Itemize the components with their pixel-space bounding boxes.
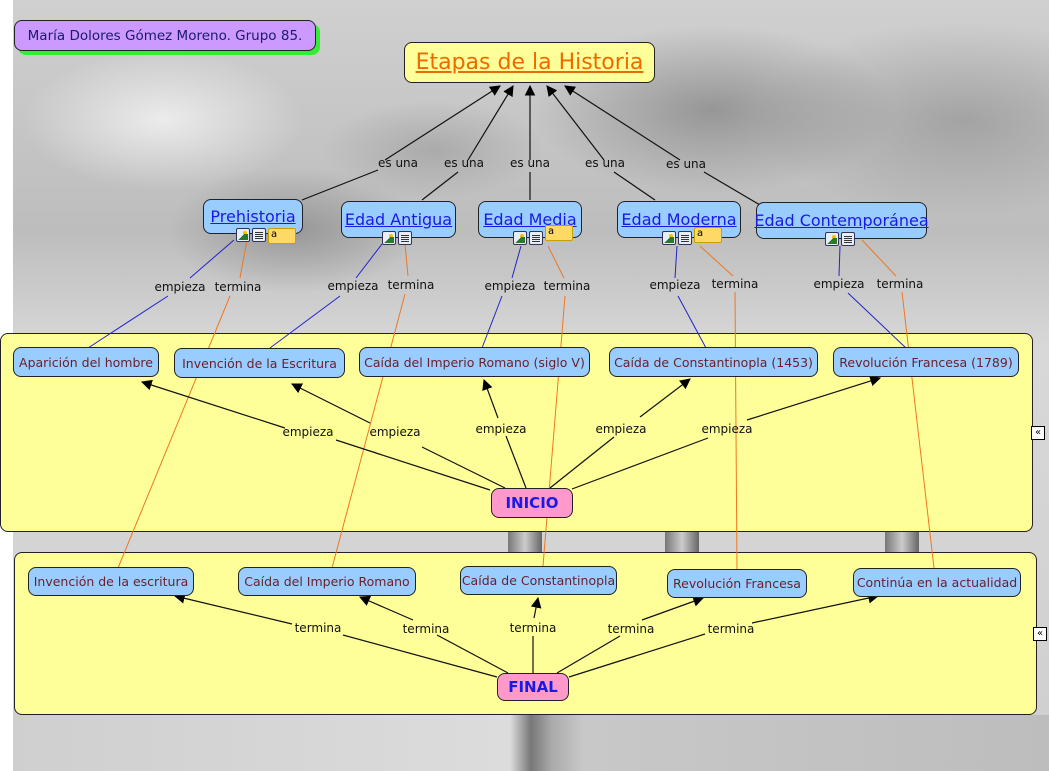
link-label-termina: termina [214, 280, 262, 294]
resource-icons [825, 232, 855, 246]
link-label-termina: termina [509, 621, 557, 635]
link-label-empieza: empieza [369, 425, 421, 439]
resource-icons: a [513, 225, 573, 245]
link-label-empieza: empieza [484, 279, 536, 293]
author-label[interactable]: María Dolores Gómez Moreno. Grupo 85. [14, 20, 316, 51]
image-resource-icon[interactable] [825, 232, 839, 246]
link-label-empieza: empieza [595, 422, 647, 436]
document-resource-icon[interactable] [398, 231, 412, 245]
note-annotation-icon[interactable]: a [694, 227, 722, 243]
background-post [508, 530, 542, 554]
event-node-revolucion-francesa[interactable]: Revolución Francesa (1789) [833, 347, 1019, 377]
link-label-empieza: empieza [475, 422, 527, 436]
resource-icons: a [662, 227, 722, 245]
link-label-empieza: empieza [154, 280, 206, 294]
event-node-invencion-escritura-final[interactable]: Invención de la escritura [28, 567, 194, 596]
image-resource-icon[interactable] [662, 231, 676, 245]
collapse-final-panel-icon[interactable]: « [1033, 627, 1047, 641]
event-node-caida-constantinopla-final[interactable]: Caída de Constantinopla [460, 566, 617, 595]
link-label-es-una: es una [509, 156, 551, 170]
background-post [885, 530, 919, 554]
background-dock [13, 715, 1049, 771]
link-label-empieza: empieza [649, 278, 701, 292]
collapse-inicio-panel-icon[interactable]: « [1031, 426, 1045, 440]
resource-icons [382, 231, 412, 245]
link-label-termina: termina [387, 278, 435, 292]
document-resource-icon[interactable] [252, 228, 266, 242]
link-label-empieza: empieza [282, 425, 334, 439]
era-node-edad-antigua[interactable]: Edad Antigua [341, 201, 456, 238]
document-resource-icon[interactable] [678, 231, 692, 245]
resource-icons: a [236, 228, 296, 244]
link-label-termina: termina [402, 622, 450, 636]
event-node-continua-actualidad[interactable]: Continúa en la actualidad [853, 568, 1021, 597]
link-label-empieza: empieza [701, 422, 753, 436]
link-label-termina: termina [543, 279, 591, 293]
image-resource-icon[interactable] [513, 231, 527, 245]
link-label-termina: termina [876, 277, 924, 291]
inicio-node[interactable]: INICIO [491, 488, 573, 518]
final-node[interactable]: FINAL [497, 673, 569, 701]
title-node[interactable]: Etapas de la Historia [404, 42, 655, 83]
event-node-revolucion-francesa-final[interactable]: Revolución Francesa [667, 569, 807, 598]
event-node-aparicion-hombre[interactable]: Aparición del hombre [13, 347, 159, 377]
event-node-invencion-escritura[interactable]: Invención de la Escritura [174, 348, 345, 378]
note-annotation-icon[interactable]: a [268, 228, 296, 244]
link-label-es-una: es una [443, 156, 485, 170]
document-resource-icon[interactable] [529, 231, 543, 245]
link-label-termina: termina [294, 621, 342, 635]
link-label-termina: termina [707, 622, 755, 636]
event-node-caida-imperio-romano-final[interactable]: Caída del Imperio Romano [238, 567, 416, 596]
link-label-es-una: es una [377, 156, 419, 170]
document-resource-icon[interactable] [841, 232, 855, 246]
link-label-termina: termina [607, 622, 655, 636]
link-label-empieza: empieza [327, 279, 379, 293]
note-annotation-icon[interactable]: a [545, 225, 573, 241]
link-label-es-una: es una [584, 156, 626, 170]
event-node-caida-constantinopla[interactable]: Caída de Constantinopla (1453) [609, 347, 818, 377]
image-resource-icon[interactable] [236, 228, 250, 242]
link-label-empieza: empieza [813, 277, 865, 291]
link-label-termina: termina [711, 277, 759, 291]
event-node-caida-imperio-romano[interactable]: Caída del Imperio Romano (siglo V) [359, 347, 590, 377]
image-resource-icon[interactable] [382, 231, 396, 245]
link-label-es-una: es una [665, 157, 707, 171]
background-post [665, 530, 699, 554]
